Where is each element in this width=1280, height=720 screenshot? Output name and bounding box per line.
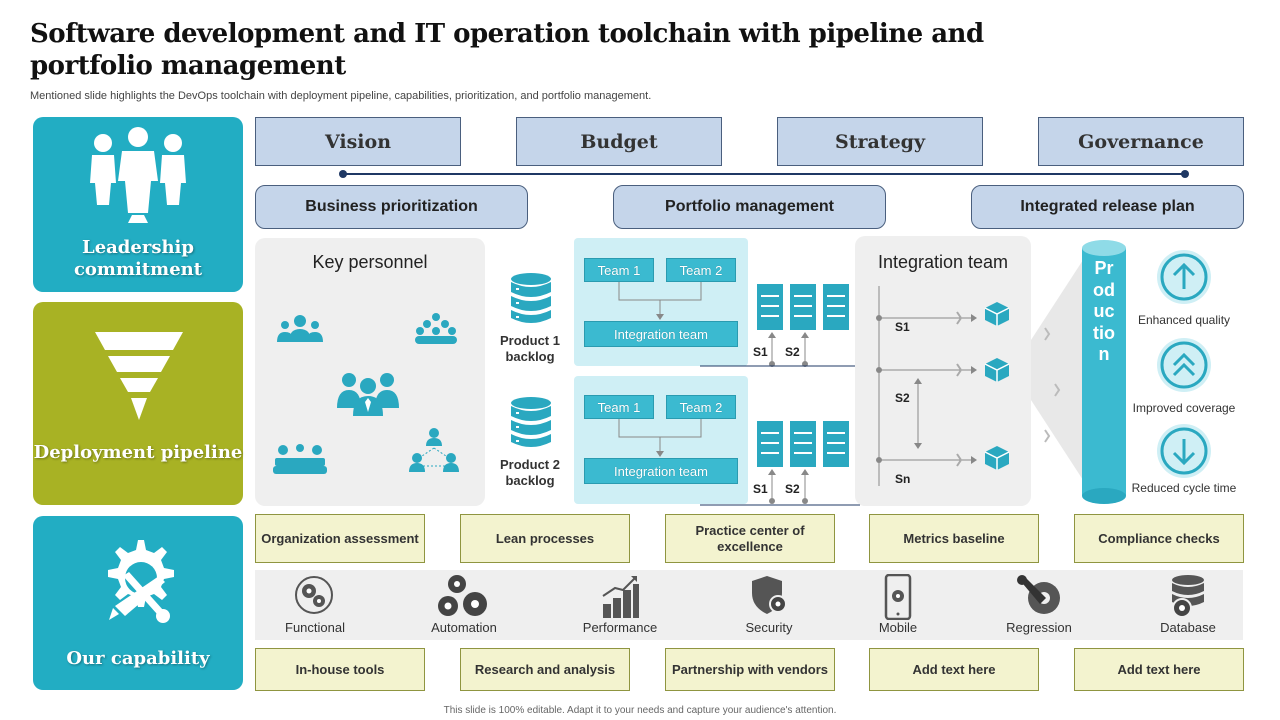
capability-practice-center: Practice center of excellence	[665, 514, 835, 563]
capability-label: Our capability	[66, 648, 210, 669]
outcome-enhanced-quality: Enhanced quality	[1137, 313, 1231, 327]
regression-label: Regression	[1006, 620, 1072, 635]
integration-team-box: Integration team	[584, 321, 738, 347]
arrow-down-circle-icon	[1157, 424, 1211, 478]
int-s2-label: S2	[895, 391, 910, 405]
package-icon	[984, 302, 1010, 326]
product2-backlog-label: Product 2 backlog	[500, 457, 560, 488]
capability-partnership-vendors: Partnership with vendors	[665, 648, 835, 691]
governance-box: Governance	[1038, 117, 1244, 166]
vision-box: Vision	[255, 117, 461, 166]
gears-circle-icon	[295, 576, 333, 614]
package-icon	[984, 446, 1010, 470]
s1-label: S1	[753, 345, 768, 359]
integration-team-box: Integration team	[584, 458, 738, 484]
production-label: Production	[1093, 258, 1115, 364]
capability-add-text-1: Add text here	[869, 648, 1039, 691]
database-gear-icon	[1172, 575, 1204, 618]
group-icon	[277, 315, 323, 342]
server-stack-icon	[757, 421, 849, 467]
integration-team-panel: Integration team S1 S2 Sn	[855, 236, 1031, 506]
mobile-gear-icon	[884, 574, 912, 620]
budget-box: Budget	[516, 117, 722, 166]
business-team-icon	[337, 373, 399, 416]
product1-database-icon	[511, 273, 551, 323]
int-sn-label: Sn	[895, 472, 911, 486]
gears-icon	[438, 575, 487, 616]
s2-label: S2	[785, 482, 800, 496]
team2-box: Team 2	[666, 258, 736, 282]
capability-research-analysis: Research and analysis	[460, 648, 630, 691]
capability-lean-processes: Lean processes	[460, 514, 630, 563]
team1-box: Team 1	[584, 395, 654, 419]
performance-label: Performance	[582, 620, 658, 635]
bar-chart-icon	[602, 576, 639, 618]
product1-backlog-label: Product 1 backlog	[500, 333, 560, 364]
capability-in-house-tools: In-house tools	[255, 648, 425, 691]
arrow-up-circle-icon	[1157, 250, 1211, 304]
pillar-connector-line	[339, 170, 1189, 178]
team-group-1: Team 1 Team 2 Integration team	[574, 238, 748, 366]
outcome-reduced-cycle-time: Reduced cycle time	[1131, 481, 1237, 495]
deployment-panel: Deployment pipeline	[33, 302, 243, 505]
s2-label: S2	[785, 345, 800, 359]
capability-compliance-checks: Compliance checks	[1074, 514, 1244, 563]
production-funnel	[1031, 260, 1083, 480]
page-subtitle: Mentioned slide highlights the DevOps to…	[30, 90, 652, 102]
automation-label: Automation	[431, 620, 497, 635]
strategy-box: Strategy	[777, 117, 983, 166]
capability-icon-strip	[255, 570, 1243, 640]
mobile-label: Mobile	[878, 620, 918, 635]
s1-label: S1	[753, 482, 768, 496]
team-merge-arrows	[618, 419, 702, 457]
leadership-people-icon	[90, 127, 186, 223]
key-personnel-title: Key personnel	[312, 252, 428, 272]
product2-database-icon	[511, 397, 551, 447]
production-cylinder	[1082, 240, 1126, 504]
capability-metrics-baseline: Metrics baseline	[869, 514, 1039, 563]
wrench-gear-icon	[1017, 575, 1060, 614]
outcome-improved-coverage: Improved coverage	[1132, 401, 1236, 415]
double-chevron-up-icon	[1157, 338, 1211, 392]
database-label: Database	[1160, 620, 1216, 635]
integration-team-title: Integration team	[877, 252, 1009, 272]
integration-flow	[876, 286, 977, 486]
capability-panel: Our capability	[33, 516, 243, 690]
meeting-icon	[273, 444, 327, 474]
security-label: Security	[745, 620, 793, 635]
team-group-2: Team 1 Team 2 Integration team	[574, 376, 748, 504]
leadership-panel: Leadership commitment	[33, 117, 243, 292]
package-icon	[984, 358, 1010, 382]
integrated-release-plan-pill: Integrated release plan	[971, 185, 1244, 229]
team2-box: Team 2	[666, 395, 736, 419]
portfolio-management-pill: Portfolio management	[613, 185, 886, 229]
footer-note: This slide is 100% editable. Adapt it to…	[443, 705, 837, 716]
int-s1-label: S1	[895, 320, 910, 334]
funnel-icon	[95, 332, 183, 420]
team-icon	[415, 313, 457, 344]
capability-organization-assessment: Organization assessment	[255, 514, 425, 563]
team1-box: Team 1	[584, 258, 654, 282]
page-title: Software development and IT operation to…	[30, 19, 984, 81]
network-people-icon	[409, 428, 459, 472]
deployment-label: Deployment pipeline	[33, 442, 243, 463]
leadership-label: Leadership commitment	[73, 237, 203, 280]
server-stack-icon	[757, 284, 849, 330]
business-prioritization-pill: Business prioritization	[255, 185, 528, 229]
shield-gear-icon	[752, 576, 787, 614]
gear-tools-icon	[108, 540, 174, 623]
stage-arrows-2	[700, 469, 860, 506]
stage-arrows-1	[700, 332, 856, 367]
capability-add-text-2: Add text here	[1074, 648, 1244, 691]
key-personnel-panel: Key personnel	[255, 238, 485, 506]
functional-label: Functional	[285, 620, 345, 635]
team-merge-arrows	[618, 282, 702, 320]
